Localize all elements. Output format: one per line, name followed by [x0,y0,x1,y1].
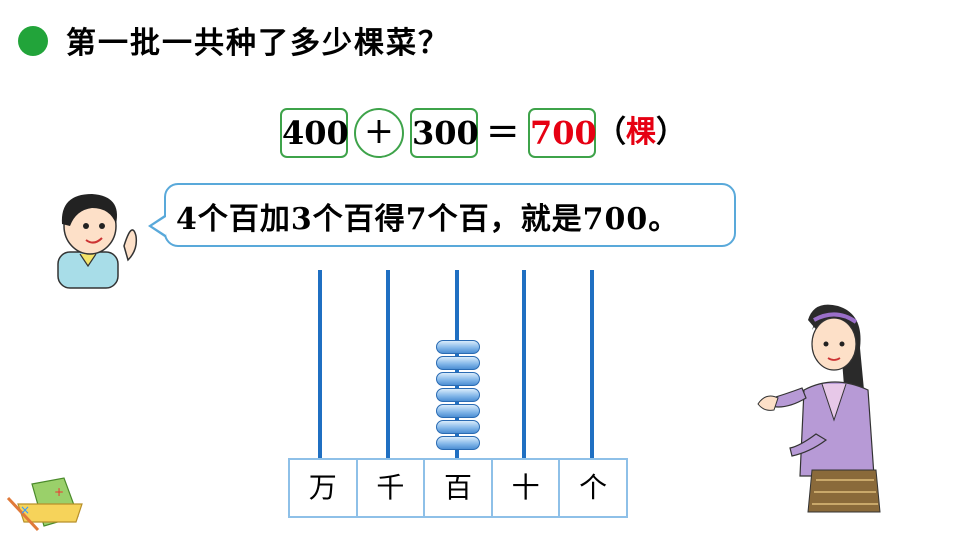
place-ge: 个 [579,471,608,504]
addend-2-box: 300 [410,108,479,158]
result-box: 700 [528,108,597,158]
place-wan: 万 [290,460,358,516]
place-value-table: 万 千 百 十 个 [288,458,628,518]
school-supplies-icon: + × [6,477,83,532]
title-bullet-icon [18,26,48,56]
unit-text: 棵 [626,115,656,150]
bead [436,340,480,354]
speech-text: 4个百加3个百得7个百，就是700。 [176,202,680,237]
rod-wan [318,270,322,460]
place-qian: 千 [358,460,426,516]
paren-open: （ [596,115,626,150]
speech-bubble-tail-fill [152,217,166,235]
paren-close: ） [656,115,686,150]
unit-label: （棵） [596,110,686,156]
svg-text:×: × [20,503,30,517]
speech-bubble [164,183,736,247]
bead [436,436,480,450]
rod-qian [386,270,390,460]
equals-sign: = [486,108,520,154]
teacher-illustration [757,304,881,513]
rod-ge [590,270,594,460]
addend-1-box: 400 [280,108,349,158]
place-shi: 十 [493,460,561,516]
bead [436,388,480,402]
bead [436,356,480,370]
boy-illustration [57,194,138,289]
bead [436,420,480,434]
page-title: 第一批一共种了多少棵菜？ [66,26,450,61]
bead [436,404,480,418]
bead [436,372,480,386]
rod-shi [522,270,526,460]
place-bai: 百 [425,460,493,516]
svg-text:+: + [54,485,64,499]
plus-sign: + [354,108,404,158]
